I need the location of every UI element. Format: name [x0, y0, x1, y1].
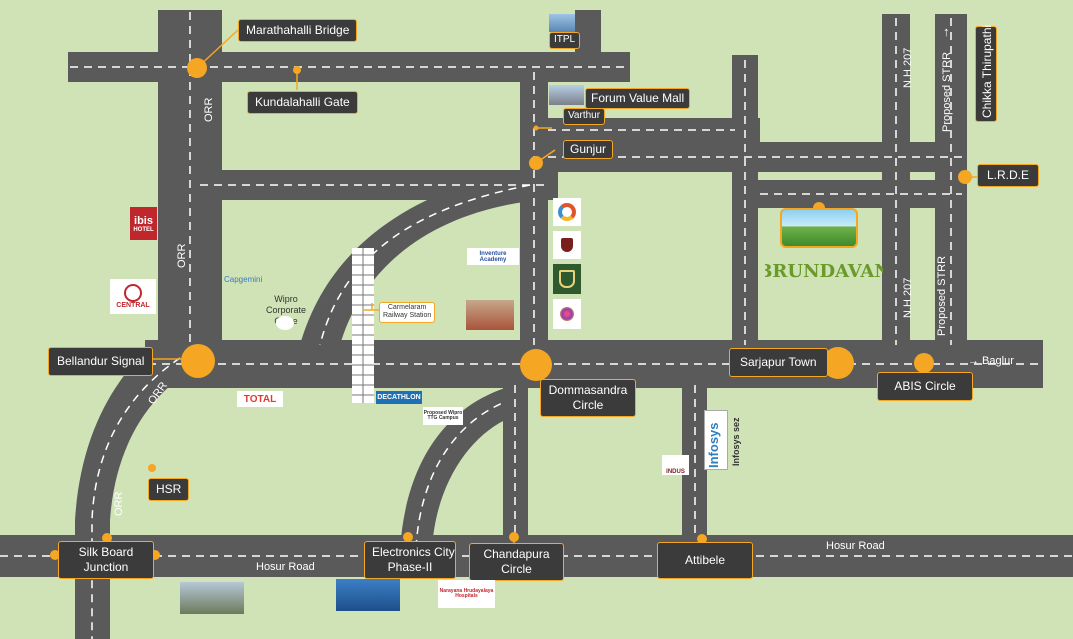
label-dommasandra-circle: Dommasandra Circle [540, 379, 636, 417]
nh207-bottom-text: N.H 207 [902, 277, 914, 318]
label-chikka-thirupathi-box [975, 26, 997, 122]
carmelaram-line1: Carmelaram [387, 304, 427, 311]
orr-top-text: ORR [203, 97, 215, 122]
central-text: CENTRAL [116, 302, 150, 309]
marker-ecity [403, 532, 413, 542]
marker-attibele [697, 534, 707, 544]
strr-top-text: Proposed STRR [941, 51, 953, 132]
label-lrde: L.R.D.E [977, 164, 1039, 187]
label-chikka-thirupathi: Chikka Thirupathi [980, 24, 994, 118]
decathlon-logo: DECATHLON [376, 391, 422, 404]
label-itpl: ITPL [549, 32, 581, 49]
central-c-icon [124, 284, 142, 302]
label-abis-circle: ABIS Circle [877, 372, 973, 401]
orr-low-text: ORR [113, 491, 125, 516]
hosur-road-right-text: Hosur Road [826, 540, 885, 552]
road-ec-curve [400, 388, 505, 550]
wipro-office-line1: Wipro [274, 294, 298, 304]
infosys-logo: Infosys [706, 422, 721, 468]
marker-kundalahalli [293, 66, 301, 74]
label-silk-board-junction: Silk Board Junction [58, 541, 154, 579]
road-chandapura [503, 380, 528, 550]
marker-silkboard-left [50, 550, 60, 560]
label-electronics-city: Electronics City Phase-II [364, 541, 456, 579]
narayana-hospital-logo: Narayana Hrudayalaya Hospitals [438, 580, 495, 608]
silk-board-line2: Junction [83, 560, 129, 574]
hosur-road-left-text: Hosur Road [256, 561, 315, 573]
building-image-1 [180, 582, 244, 614]
label-marathahalli-bridge: Marathahalli Bridge [238, 19, 358, 42]
marker-chandapura [509, 532, 519, 542]
wipro-campus-logo: Proposed Wipro TTG Campus [423, 407, 463, 425]
strr-bottom-text: Proposed STRR [936, 255, 948, 336]
label-sarjapur-town: Sarjapur Town [729, 348, 828, 377]
label-bellandur-signal: Bellandur Signal [48, 347, 154, 376]
school-building-image [466, 300, 514, 330]
label-gunjur: Gunjur [563, 140, 614, 159]
baglur-text: → Baglur [968, 355, 1014, 367]
marker-gunjur [529, 156, 543, 170]
ibis-sub-text: HOTEL [133, 226, 154, 233]
ibis-logo: ibis HOTEL [130, 207, 157, 240]
ecity-line1: Electronics City [372, 545, 455, 559]
railway-track [352, 248, 374, 403]
building-image-2 [336, 579, 400, 611]
swirl-icon [558, 203, 576, 221]
marker-abis [914, 353, 934, 373]
marker-varthur [533, 125, 539, 131]
ibis-text: ibis [134, 214, 153, 227]
marker-hsr [148, 464, 156, 472]
infosys-logo-box [704, 410, 728, 470]
label-varthur: Varthur [563, 108, 606, 125]
infosys-sez-text: Infosys sez [731, 417, 741, 466]
inventure-academy-logo: Inventure Academy [467, 248, 519, 265]
marker-lrde [958, 170, 972, 184]
marker-sarjapur [822, 347, 854, 379]
indus-logo: INDUS [662, 455, 689, 475]
orr-mid-text: ORR [176, 243, 188, 268]
dommasandra-line2: Circle [572, 398, 604, 412]
school-logo-4 [553, 299, 581, 329]
north-arrow: ↑ [943, 24, 950, 39]
nh207-top-text: N.H 207 [902, 47, 914, 88]
chandapura-line2: Circle [501, 562, 532, 576]
label-carmelaram: Carmelaram Railway Station [379, 302, 436, 323]
label-forum-value-mall: Forum Value Mall [585, 88, 691, 109]
chandapura-line1: Chandapura [483, 547, 550, 561]
label-kundalahalli-gate: Kundalahalli Gate [247, 91, 358, 114]
label-chandapura-circle: Chandapura Circle [469, 543, 564, 581]
itpl-building-image [549, 14, 575, 32]
crest-icon [561, 238, 573, 252]
school-logo-2 [553, 231, 581, 259]
dommasandra-line1: Dommasandra [548, 383, 628, 397]
total-logo: TOTAL [237, 391, 283, 407]
brundavan-image [780, 208, 858, 248]
forum-mall-image [549, 85, 584, 105]
brundavan-logo: BRUNDAVAN [765, 260, 883, 282]
marker-dommasandra [520, 349, 552, 381]
marker-bellandur [181, 344, 215, 378]
school-logo-3 [553, 264, 581, 294]
shield-icon [559, 270, 575, 288]
school-logo-1 [553, 198, 581, 226]
central-logo: CENTRAL [110, 279, 156, 314]
marker-silkboard-top [102, 533, 112, 543]
label-attibele: Attibele [657, 542, 753, 579]
wipro-logo-icon [276, 316, 294, 330]
label-hsr: HSR [148, 478, 190, 501]
flower-icon [560, 307, 574, 321]
capgemini-logo: Capgemini [224, 275, 263, 284]
marker-marathahalli [187, 58, 207, 78]
carmelaram-line2: Railway Station [383, 312, 432, 320]
silk-board-line1: Silk Board [78, 545, 134, 559]
ecity-line2: Phase-II [387, 560, 433, 574]
